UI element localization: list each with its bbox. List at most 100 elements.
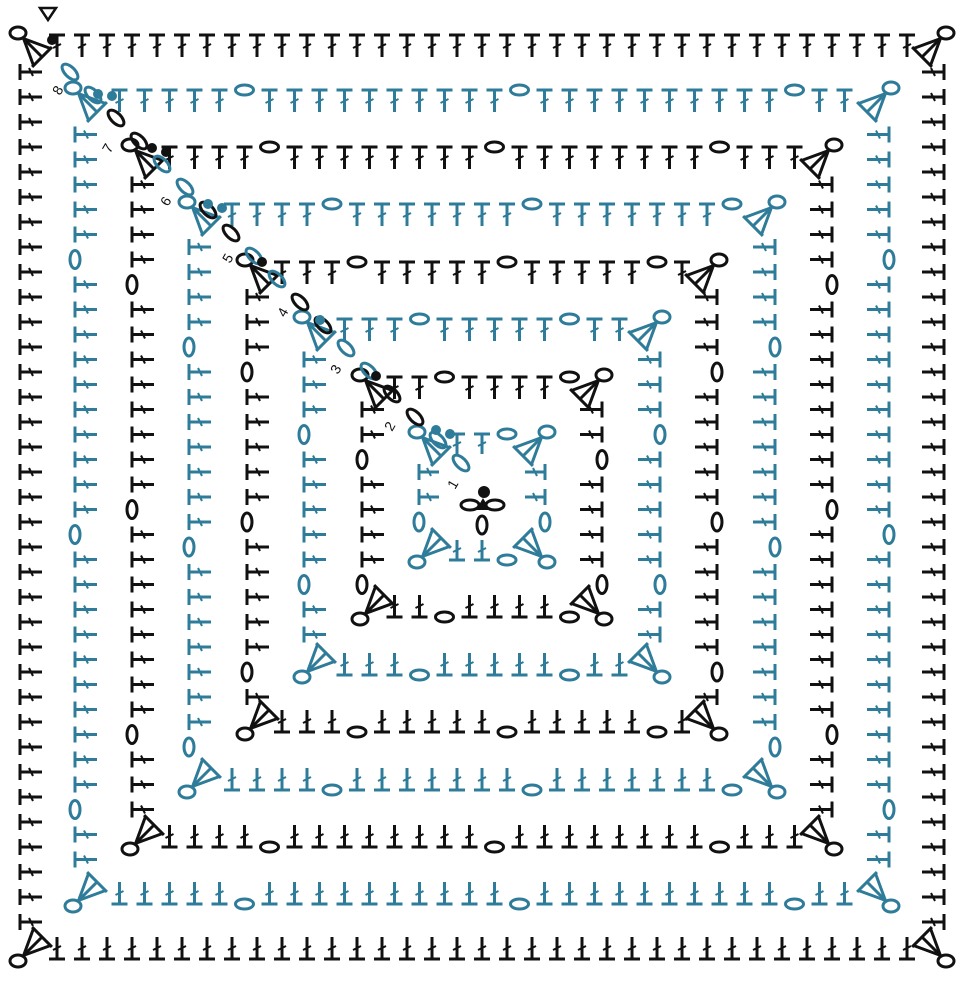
double-crochet-stitch — [424, 937, 440, 959]
double-crochet-stitch — [638, 377, 660, 393]
double-crochet-stitch — [867, 127, 889, 143]
double-crochet-stitch — [799, 937, 815, 959]
double-crochet-stitch — [899, 35, 915, 57]
double-crochet-stitch — [695, 539, 717, 555]
double-crochet-stitch — [20, 914, 42, 930]
double-crochet-stitch — [132, 252, 154, 268]
double-crochet-stitch — [75, 177, 97, 193]
double-crochet-stitch — [753, 414, 775, 430]
double-crochet-stitch — [774, 35, 790, 57]
dc-cluster — [800, 141, 838, 179]
double-crochet-stitch — [75, 427, 97, 443]
double-crochet-stitch — [20, 739, 42, 755]
double-crochet-stitch — [274, 35, 290, 57]
double-crochet-stitch — [299, 262, 315, 284]
double-crochet-stitch — [20, 564, 42, 580]
double-crochet-stitch — [462, 147, 478, 169]
double-crochet-stitch — [810, 677, 832, 693]
double-crochet-stitch — [787, 147, 803, 169]
double-crochet-stitch — [562, 882, 578, 904]
chain-stitch — [786, 899, 804, 909]
double-crochet-stitch — [587, 653, 603, 675]
double-crochet-stitch — [922, 764, 944, 780]
corner-chain — [769, 196, 785, 208]
double-crochet-stitch — [304, 377, 326, 393]
double-crochet-stitch — [537, 653, 553, 675]
double-crochet-stitch — [449, 540, 465, 560]
double-crochet-stitch — [524, 937, 540, 959]
double-crochet-stitch — [474, 710, 490, 732]
double-crochet-stitch — [424, 710, 440, 732]
double-crochet-stitch — [75, 202, 97, 218]
chain-stitch — [184, 738, 194, 756]
slip-stitch — [445, 429, 455, 439]
double-crochet-stitch — [424, 204, 440, 226]
double-crochet-stitch — [922, 189, 944, 205]
double-crochet-stitch — [75, 127, 97, 143]
diagonal-chain — [59, 61, 80, 82]
double-crochet-stitch — [537, 147, 553, 169]
double-crochet-stitch — [922, 739, 944, 755]
double-crochet-stitch — [304, 477, 326, 493]
double-crochet-stitch — [189, 239, 211, 255]
double-crochet-stitch — [324, 35, 340, 57]
dc-cluster — [800, 815, 838, 853]
double-crochet-stitch — [387, 653, 403, 675]
double-crochet-stitch — [337, 90, 353, 112]
double-crochet-stitch — [695, 589, 717, 605]
double-crochet-stitch — [867, 327, 889, 343]
double-crochet-stitch — [162, 825, 178, 847]
double-crochet-stitch — [624, 35, 640, 57]
double-crochet-stitch — [412, 147, 428, 169]
dc-cluster — [513, 428, 551, 466]
double-crochet-stitch — [20, 589, 42, 605]
double-crochet-stitch — [20, 389, 42, 405]
double-crochet-stitch — [374, 937, 390, 959]
double-crochet-stitch — [189, 414, 211, 430]
double-crochet-stitch — [867, 452, 889, 468]
chain-stitch — [498, 555, 516, 565]
double-crochet-stitch — [753, 689, 775, 705]
double-crochet-stitch — [487, 90, 503, 112]
double-crochet-stitch — [922, 114, 944, 130]
chain-stitch — [261, 842, 279, 852]
double-crochet-stitch — [312, 147, 328, 169]
double-crochet-stitch — [374, 35, 390, 57]
double-crochet-stitch — [224, 35, 240, 57]
double-crochet-stitch — [249, 35, 265, 57]
corner-chain — [65, 900, 81, 912]
double-crochet-stitch — [419, 464, 439, 480]
double-crochet-stitch — [922, 214, 944, 230]
double-crochet-stitch — [75, 327, 97, 343]
double-crochet-stitch — [287, 147, 303, 169]
chain-stitch — [414, 513, 424, 531]
double-crochet-stitch — [753, 439, 775, 455]
double-crochet-stitch — [362, 502, 384, 518]
double-crochet-stitch — [299, 35, 315, 57]
double-crochet-stitch — [299, 768, 315, 790]
double-crochet-stitch — [474, 204, 490, 226]
double-crochet-stitch — [299, 204, 315, 226]
double-crochet-stitch — [922, 789, 944, 805]
double-crochet-stitch — [137, 90, 153, 112]
chain-stitch — [712, 513, 722, 531]
double-crochet-stitch — [132, 627, 154, 643]
chain-stitch — [786, 85, 804, 95]
double-crochet-stitch — [187, 825, 203, 847]
corner-chain — [409, 426, 425, 438]
double-crochet-stitch — [810, 552, 832, 568]
double-crochet-stitch — [599, 35, 615, 57]
corner-chain — [294, 311, 310, 323]
double-crochet-stitch — [20, 614, 42, 630]
double-crochet-stitch — [810, 777, 832, 793]
double-crochet-stitch — [849, 937, 865, 959]
double-crochet-stitch — [449, 262, 465, 284]
double-crochet-stitch — [189, 464, 211, 480]
double-crochet-stitch — [849, 35, 865, 57]
double-crochet-stitch — [419, 489, 439, 505]
round-labels: 1 2 3 4 5 6 7 8 — [49, 83, 462, 492]
double-crochet-stitch — [449, 937, 465, 959]
double-crochet-stitch — [312, 90, 328, 112]
double-crochet-stitch — [437, 825, 453, 847]
double-crochet-stitch — [247, 489, 269, 505]
